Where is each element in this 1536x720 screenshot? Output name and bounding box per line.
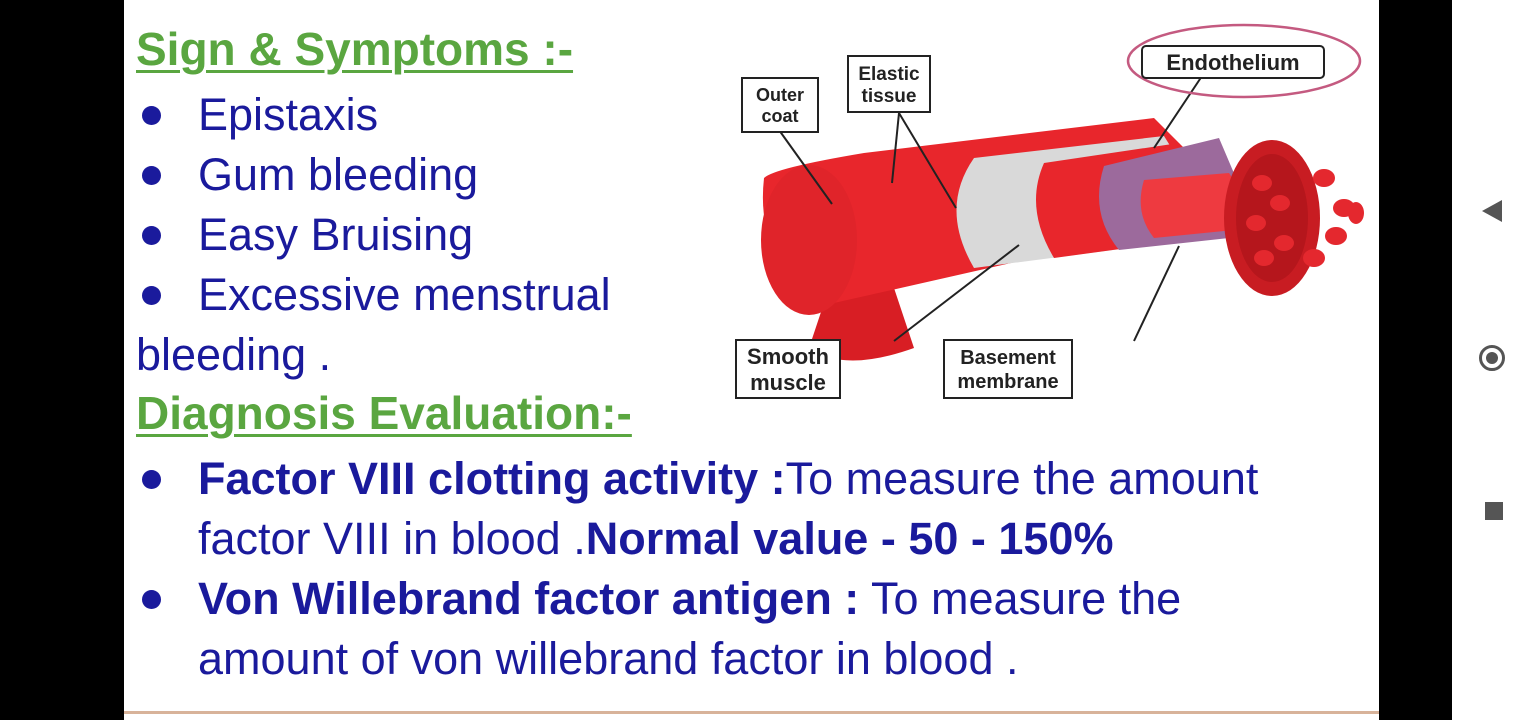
bullet-dot <box>142 286 161 305</box>
svg-text:tissue: tissue <box>862 86 917 107</box>
heading-diagnosis: Diagnosis Evaluation:- <box>136 387 632 439</box>
normal-value: Normal value - 50 - 150% <box>585 513 1114 564</box>
diagnosis-term: Von Willebrand factor antigen : <box>198 573 860 624</box>
symptom-gum-bleeding: Gum bleeding <box>198 149 479 200</box>
recents-icon[interactable] <box>1485 502 1503 520</box>
bullet-dot <box>142 106 161 125</box>
svg-text:Endothelium: Endothelium <box>1166 50 1299 75</box>
leader-lines <box>778 72 1205 342</box>
bullet-dot <box>142 226 161 245</box>
diagnosis-item-vwf-cont: amount of von willebrand factor in blood… <box>198 636 1018 681</box>
diagnosis-item-vwf: Von Willebrand factor antigen : To measu… <box>198 576 1181 621</box>
svg-text:Outer: Outer <box>756 85 804 105</box>
diagnosis-term: Factor VIII clotting activity : <box>198 453 786 504</box>
vessel-lumen <box>1140 173 1241 238</box>
android-nav-bar <box>1452 0 1536 720</box>
vessel-outer-end <box>761 165 857 315</box>
bullet-dot <box>142 590 161 609</box>
red-blood-cells <box>1246 169 1364 267</box>
label-basement-membrane: Basement membrane <box>943 339 1073 399</box>
diagnosis-desc: To measure the <box>859 573 1182 624</box>
svg-text:coat: coat <box>761 106 798 126</box>
svg-text:muscle: muscle <box>750 370 826 395</box>
bullet-dot <box>142 166 161 185</box>
diagnosis-desc-cont: amount of von willebrand factor in blood… <box>198 633 1019 684</box>
slide: Sign & Symptoms :- Epistaxis Gum bleedin… <box>124 0 1379 720</box>
svg-text:Basement: Basement <box>960 347 1056 369</box>
svg-text:Elastic: Elastic <box>858 64 920 85</box>
slide-bottom-rule <box>124 711 1379 714</box>
symptom-continuation: bleeding . <box>136 329 332 380</box>
diagnosis-desc: To measure the amount <box>785 453 1259 504</box>
symptom-easy-bruising: Easy Bruising <box>198 209 474 260</box>
diagnosis-item-factor-viii: Factor VIII clotting activity :To measur… <box>198 456 1258 501</box>
heading-sign-symptoms: Sign & Symptoms :- <box>136 23 574 75</box>
label-elastic-tissue: Elastic tissue <box>847 55 931 113</box>
svg-text:Smooth: Smooth <box>747 344 829 369</box>
bullet-dot <box>142 470 161 489</box>
home-icon[interactable] <box>1479 345 1505 371</box>
label-outer-coat: Outer coat <box>741 77 819 133</box>
blood-vessel-diagram: Outer coat Elastic tissue Endothelium Sm… <box>735 23 1364 399</box>
diagnosis-desc-cont: factor VIII in blood . <box>198 513 586 564</box>
label-endothelium: Endothelium <box>1126 23 1362 99</box>
svg-text:membrane: membrane <box>957 371 1058 393</box>
symptom-menstrual: Excessive menstrual <box>198 269 611 320</box>
diagnosis-item-factor-viii-cont: factor VIII in blood .Normal value - 50 … <box>198 516 1113 561</box>
label-smooth-muscle: Smooth muscle <box>735 339 841 399</box>
symptom-epistaxis: Epistaxis <box>198 89 379 140</box>
back-icon[interactable] <box>1482 200 1502 222</box>
